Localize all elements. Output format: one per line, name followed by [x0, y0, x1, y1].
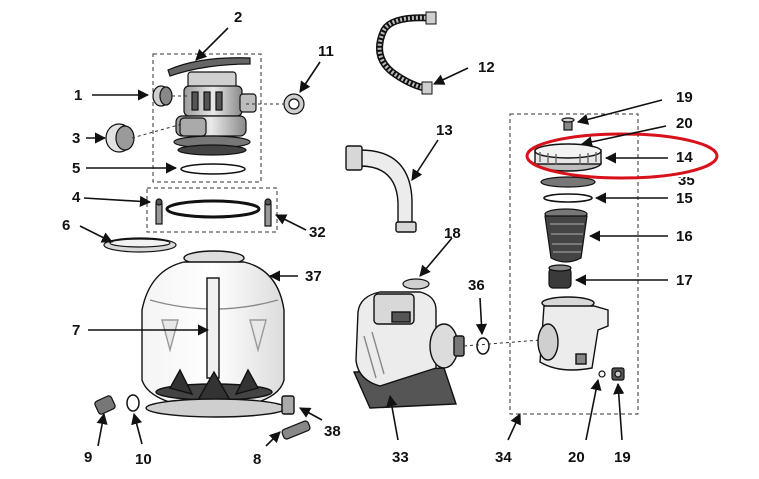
callout-13: 13: [436, 122, 453, 139]
callout-6: 6: [62, 217, 71, 234]
sand-tank-part: [141, 250, 295, 418]
callout-7: 7: [72, 322, 81, 339]
assembly-line: [463, 339, 541, 347]
callout-12: 12: [478, 59, 495, 76]
drain-plug-part: [152, 85, 173, 107]
leader-arrows: [79, 27, 668, 447]
pump-motor-part: [352, 291, 465, 409]
lid-gasket-part: [540, 176, 596, 188]
callout-18: 18: [444, 225, 461, 242]
multiport-valve-part: [167, 57, 257, 156]
connection-hose-part: [376, 11, 437, 95]
callout-11: 11: [318, 43, 334, 60]
drain-o-ring-part: [126, 394, 140, 412]
callout-37: 37: [305, 268, 322, 285]
callout-8: 8: [253, 451, 262, 468]
union-connector-part: [548, 264, 572, 289]
connector-adapter-part: [283, 93, 305, 115]
elbow-pipe-part: [345, 145, 417, 233]
callout-10: 10: [135, 451, 152, 468]
callout-32: 32: [309, 224, 326, 241]
callout-15: 15: [676, 190, 693, 207]
callout-20-top: 20: [676, 115, 693, 132]
drain-screw-part: [611, 367, 625, 381]
callout-4: 4: [72, 189, 81, 206]
strainer-o-ring-part: [543, 193, 593, 203]
diffuser-plate-part: [103, 237, 177, 253]
valve-o-ring-part: [180, 163, 246, 175]
pump-o-ring-part: [402, 278, 430, 290]
callout-38: 38: [324, 423, 341, 440]
housing-o-ring-part: [476, 337, 490, 355]
highlight-oval: [525, 132, 719, 180]
strainer-basket-part: [544, 208, 588, 263]
lid-screw-part: [561, 117, 575, 131]
drain-cap-part: [94, 395, 116, 415]
clamp-part: [155, 198, 272, 227]
assembly-line: [131, 95, 284, 139]
drain-hose-adapter-part: [281, 420, 311, 440]
valve-group-frame: [152, 53, 262, 183]
callout-1: 1: [74, 87, 83, 104]
strainer-lid-part: [534, 143, 602, 172]
callout-3: 3: [72, 130, 81, 147]
callout-19-top: 19: [676, 89, 693, 106]
callout-36: 36: [468, 277, 485, 294]
callout-20-bottom: 20: [568, 449, 585, 466]
callout-9: 9: [84, 449, 93, 466]
callout-17: 17: [676, 272, 693, 289]
pre-filter-housing-part: [537, 296, 609, 371]
callout-33: 33: [392, 449, 409, 466]
drain-o-ring-small-part: [598, 370, 606, 378]
callout-5: 5: [72, 160, 81, 177]
callout-2: 2: [234, 9, 243, 26]
clamp-group-frame: [146, 187, 278, 233]
callout-14: 14: [676, 149, 693, 166]
pressure-gauge-part: [105, 123, 135, 153]
callout-19-bottom: 19: [614, 449, 631, 466]
callout-16: 16: [676, 228, 693, 245]
strainer-group-frame: [509, 113, 639, 415]
callout-34: 34: [495, 449, 512, 466]
callout-35: 35: [678, 172, 695, 189]
